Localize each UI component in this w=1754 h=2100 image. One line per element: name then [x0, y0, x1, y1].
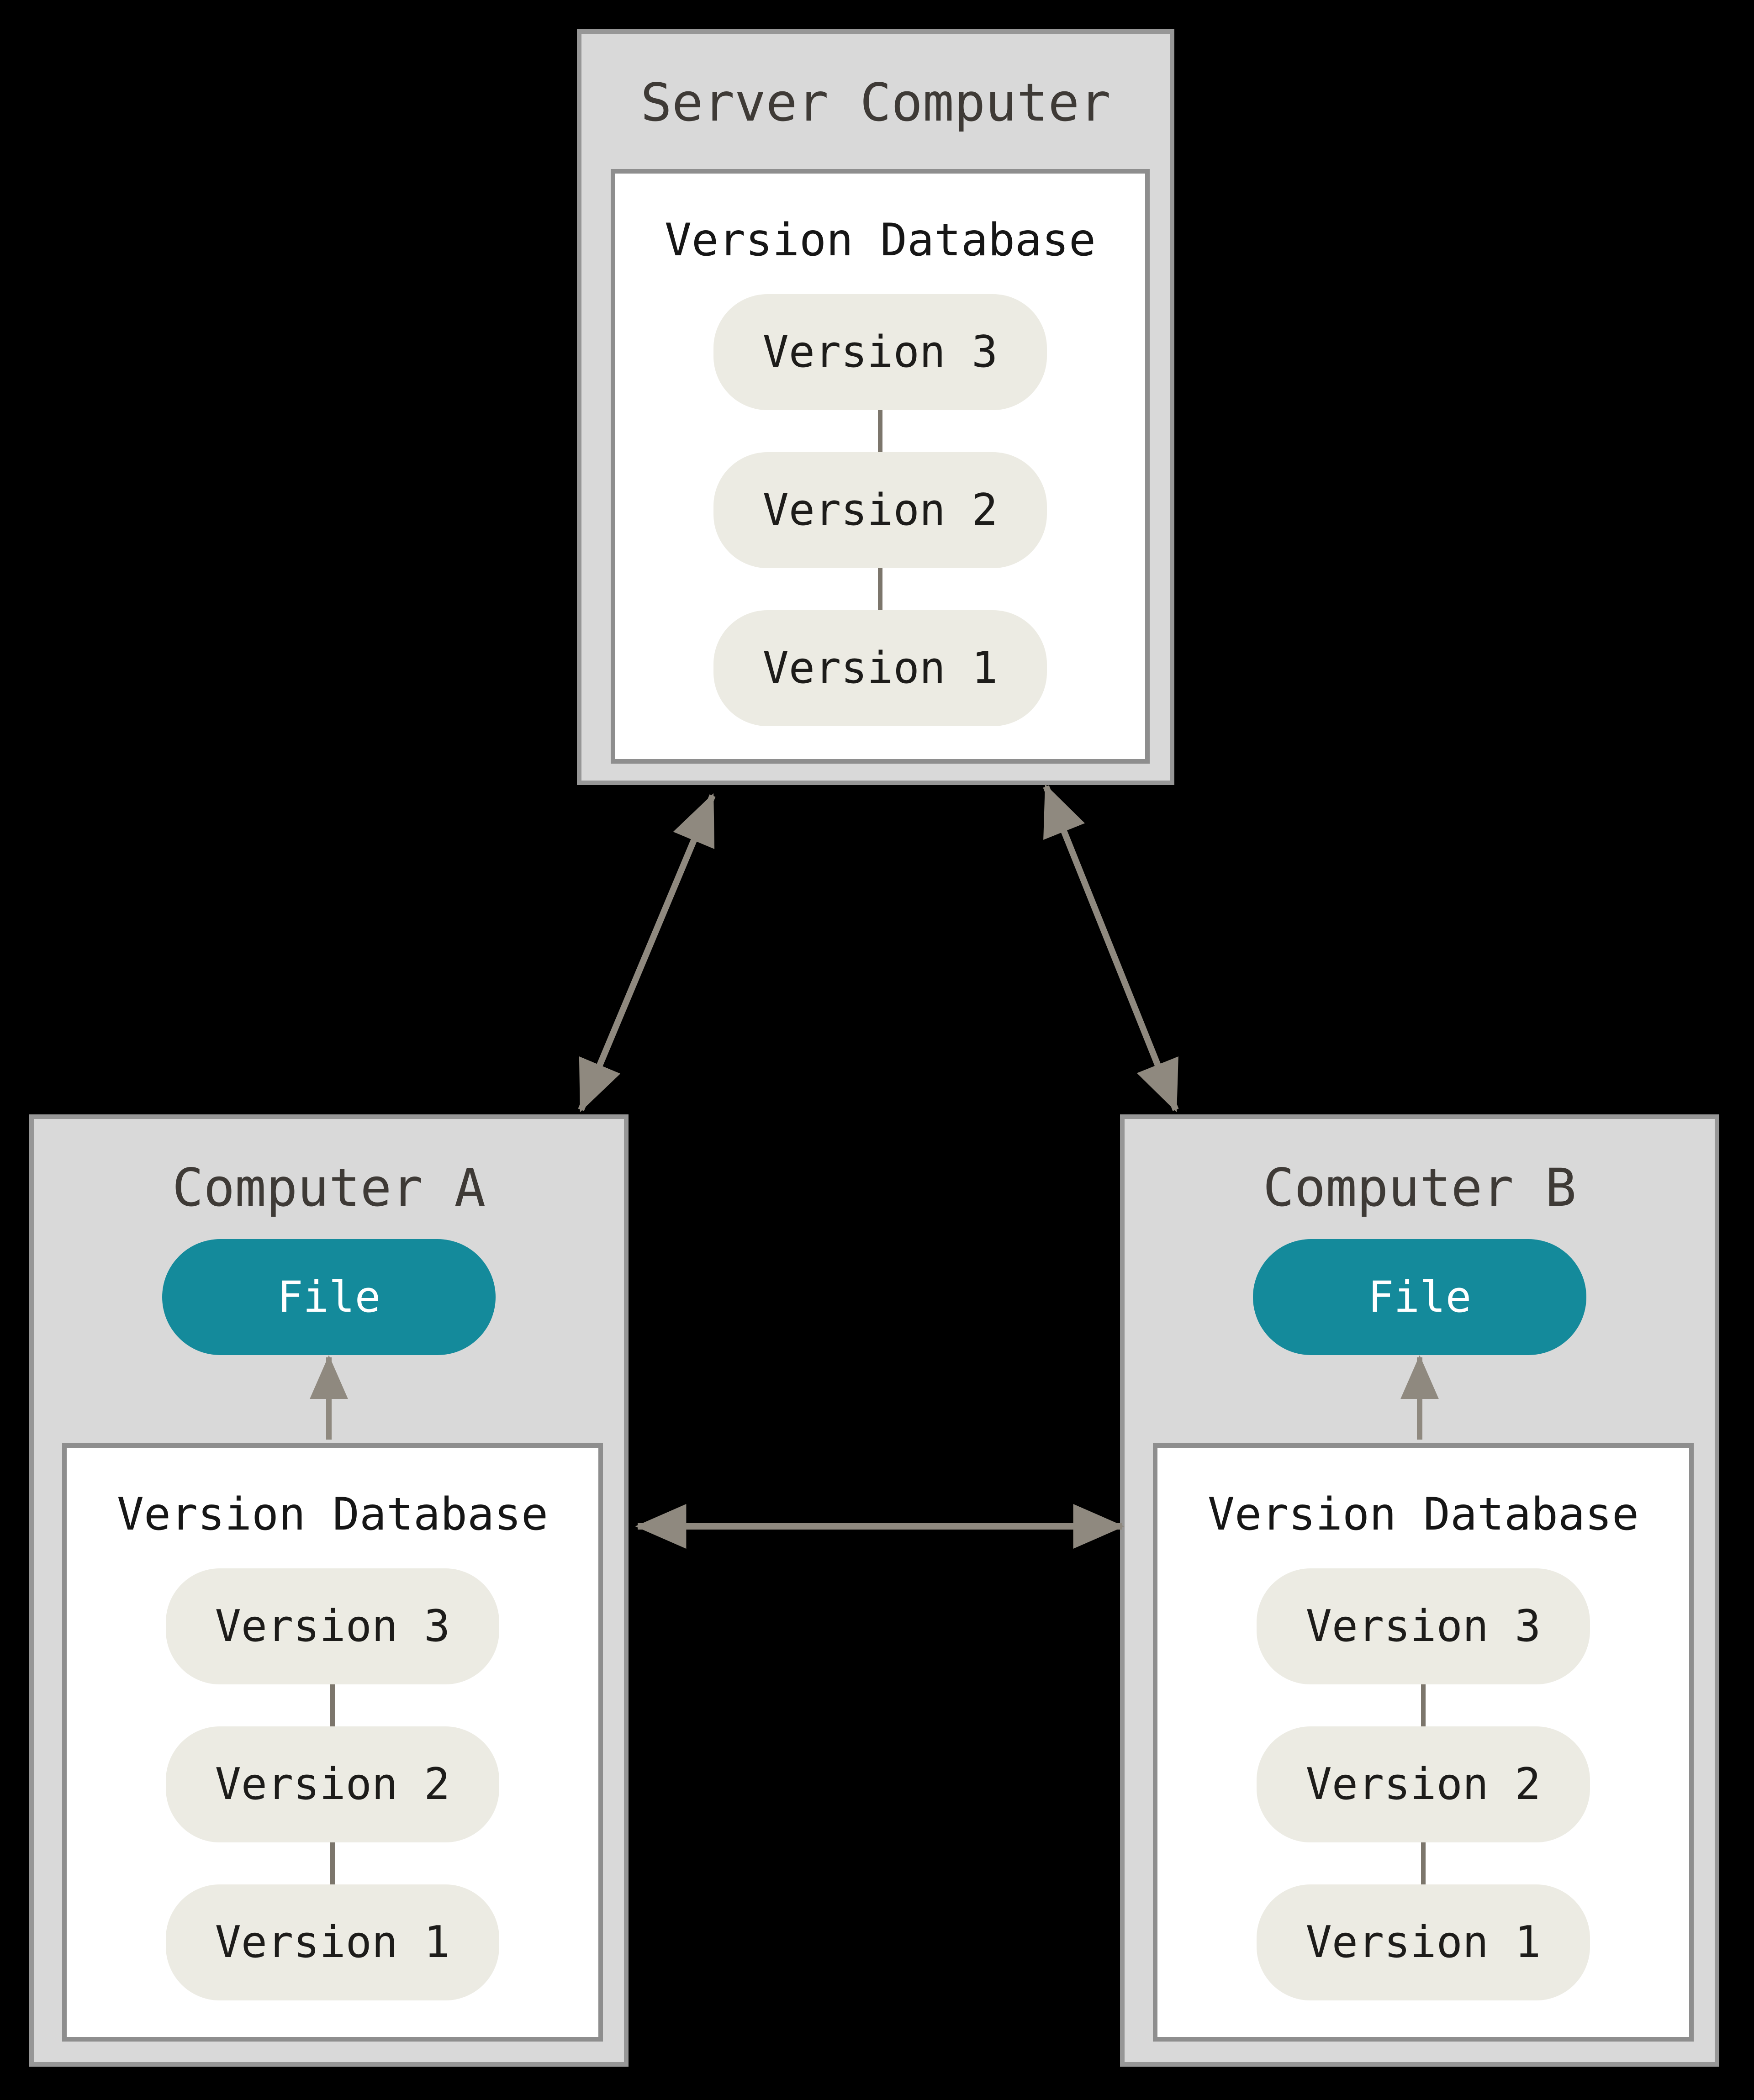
computer-b-version-3-pill: Version 3 [1257, 1568, 1590, 1684]
version-link-line [878, 410, 882, 452]
computer-a-version-2-pill: Version 2 [166, 1726, 499, 1842]
version-link-line [330, 1842, 335, 1884]
computer-b-version-1-pill: Version 1 [1257, 1884, 1590, 2000]
computer-b-version-2-pill: Version 2 [1257, 1726, 1590, 1842]
computer-b-file-pill: File [1253, 1239, 1586, 1355]
computer-b-box: Computer B File Version Database Version… [1120, 1114, 1719, 2067]
computer-a-title: Computer A [172, 1157, 486, 1218]
computer-b-title: Computer B [1263, 1157, 1577, 1218]
computer-a-file-pill: File [162, 1239, 496, 1355]
bidirectional-arrow-server-computer-a-icon [578, 793, 716, 1113]
version-link-line [330, 1684, 335, 1726]
server-version-2-pill: Version 2 [713, 452, 1047, 568]
version-link-line [1421, 1842, 1426, 1884]
computer-a-box: Computer A File Version Database Version… [29, 1114, 629, 2067]
server-version-database-label: Version Database [664, 214, 1096, 266]
computer-b-version-database-label: Version Database [1207, 1488, 1639, 1541]
server-computer-box: Server Computer Version Database Version… [577, 29, 1174, 785]
server-version-3-pill: Version 3 [713, 294, 1047, 410]
computer-a-version-database-label: Version Database [116, 1488, 548, 1541]
server-computer-title: Server Computer [640, 72, 1111, 133]
version-link-line [1421, 1684, 1426, 1726]
computer-a-version-3-pill: Version 3 [166, 1568, 499, 1684]
computer-b-version-database-box: Version Database Version 3 Version 2 Ver… [1153, 1443, 1694, 2042]
version-link-line [878, 568, 882, 610]
computer-a-version-1-pill: Version 1 [166, 1884, 499, 2000]
server-version-1-pill: Version 1 [713, 610, 1047, 726]
bidirectional-arrow-server-computer-b-icon [1043, 784, 1179, 1113]
server-version-database-box: Version Database Version 3 Version 2 Ver… [611, 169, 1150, 764]
computer-a-version-database-box: Version Database Version 3 Version 2 Ver… [62, 1443, 603, 2042]
